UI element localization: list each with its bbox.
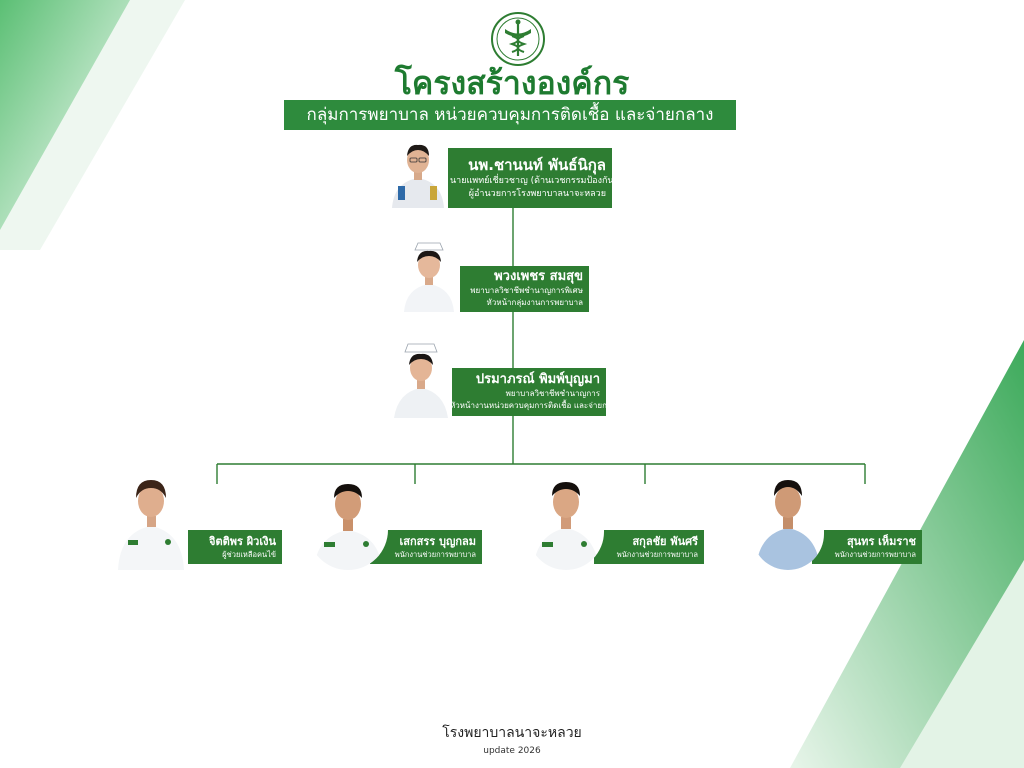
department-subtitle: กลุ่มการพยาบาล หน่วยควบคุมการติดเชื้อ แล… xyxy=(284,100,736,130)
unit-head-position-1: พยาบาลวิชาชีพชำนาญการ xyxy=(505,389,600,398)
staff-position: พนักงานช่วยการพยาบาล xyxy=(394,550,476,559)
head-nurse-card: พวงเพชร สมสุข พยาบาลวิชาชีพชำนาญการพิเศษ… xyxy=(452,266,589,312)
unit-head-name: ปรมาภรณ์ พิมพ์บุญมา xyxy=(475,372,600,387)
staff-position: พนักงานช่วยการพยาบาล xyxy=(616,550,698,559)
staff-position: ผู้ช่วยเหลือคนไข้ xyxy=(222,550,276,559)
head-nurse-position-1: พยาบาลวิชาชีพชำนาญการพิเศษ xyxy=(470,286,583,295)
page-title: โครงสร้างองค์กร xyxy=(394,64,630,102)
staff-name: สุนทร เห็มราช xyxy=(846,535,916,548)
unit-head-card: ปรมาภรณ์ พิมพ์บุญมา พยาบาลวิชาชีพชำนาญกา… xyxy=(446,368,606,416)
head-nurse-photo xyxy=(398,238,460,312)
staff-photo-3 xyxy=(528,472,604,570)
staff-card-3: สกุลชัย พันศรี พนักงานช่วยการพยาบาล xyxy=(594,530,704,564)
director-position-2: ผู้อำนวยการโรงพยาบาลนาจะหลวย xyxy=(468,189,606,199)
staff-position: พนักงานช่วยการพยาบาล xyxy=(834,550,916,559)
director-name: นพ.ชานนท์ พันธ์นิกุล xyxy=(468,156,606,174)
head-nurse-position-2: หัวหน้ากลุ่มงานการพยาบาล xyxy=(486,298,583,307)
director-photo xyxy=(388,138,448,208)
moph-caduceus-logo-icon xyxy=(491,12,545,66)
staff-card-4: สุนทร เห็มราช พนักงานช่วยการพยาบาล xyxy=(812,530,922,564)
director-card: นพ.ชานนท์ พันธ์นิกุล นายแพทย์เชี่ยวชาญ (… xyxy=(446,148,612,208)
footer-update: update 2026 xyxy=(483,746,541,756)
staff-photo-4 xyxy=(752,472,824,570)
staff-name: จิตติพร ผิวเงิน xyxy=(209,535,276,548)
unit-head-photo xyxy=(390,338,452,418)
director-position-1: นายแพทย์เชี่ยวชาญ (ด้านเวชกรรมป้องกัน) xyxy=(450,176,612,186)
staff-photo-1 xyxy=(114,468,188,570)
staff-name: สกุลชัย พันศรี xyxy=(632,535,698,548)
staff-name: เสกสรร บุญกลม xyxy=(399,535,476,548)
unit-head-position-2: หัวหน้างานหน่วยควบคุมการติดเชื้อ และจ่าย… xyxy=(450,401,606,410)
footer-hospital-name: โรงพยาบาลนาจะหลวย xyxy=(442,725,582,741)
staff-photo-2 xyxy=(308,474,388,570)
staff-card-1: จิตติพร ผิวเงิน ผู้ช่วยเหลือคนไข้ xyxy=(176,530,282,564)
staff-card-2: เสกสรร บุญกลม พนักงานช่วยการพยาบาล xyxy=(370,530,482,564)
head-nurse-name: พวงเพชร สมสุข xyxy=(494,269,583,284)
